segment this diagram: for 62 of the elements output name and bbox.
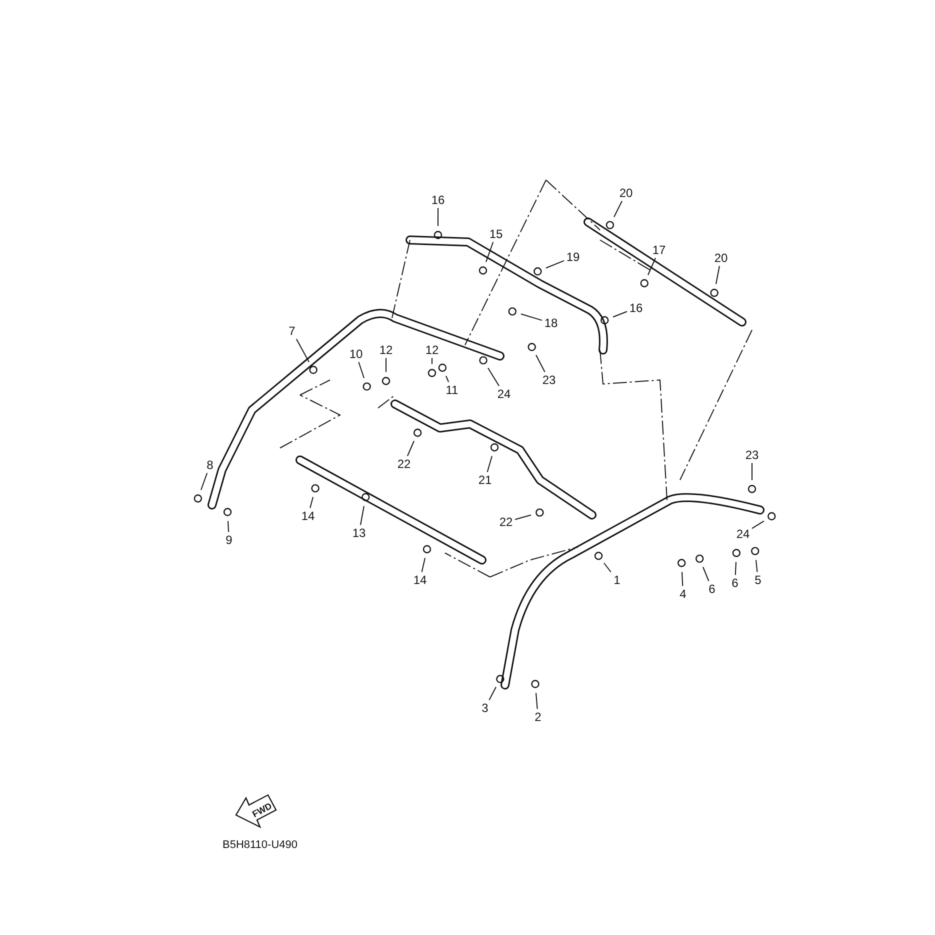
leader-line xyxy=(756,560,758,572)
callout-number: 6 xyxy=(708,582,716,596)
leader-line xyxy=(520,314,542,321)
leader-line xyxy=(614,200,622,218)
callout-number: 22 xyxy=(397,457,411,471)
callout-number: 12 xyxy=(379,343,393,357)
leader-line xyxy=(358,362,364,378)
leader-line xyxy=(682,572,684,586)
leader-line xyxy=(200,472,208,490)
leader-line xyxy=(360,506,364,526)
callout-number: 10 xyxy=(349,347,363,361)
leader-line xyxy=(536,692,538,710)
callout-number: 1 xyxy=(614,573,620,587)
callout-number: 11 xyxy=(446,383,458,397)
callout-number: 21 xyxy=(478,473,492,487)
callout-number: 16 xyxy=(431,193,445,207)
leader-line xyxy=(514,514,532,520)
callout-number: 23 xyxy=(745,448,759,462)
callout-number: 18 xyxy=(544,316,558,330)
callout-number: 22 xyxy=(499,515,513,529)
callout-number: 19 xyxy=(566,250,580,264)
leader-line xyxy=(486,242,494,262)
callout-number: 5 xyxy=(754,573,762,587)
callout-number: 6 xyxy=(732,576,738,590)
leader-line xyxy=(228,520,230,532)
callout-number: 4 xyxy=(680,587,686,601)
callout-number: 17 xyxy=(652,243,666,257)
direction-label: FWD xyxy=(250,800,274,821)
leader-line xyxy=(648,258,656,276)
leader-line xyxy=(488,368,500,386)
callout-number: 2 xyxy=(534,710,542,724)
leader-line xyxy=(604,562,612,572)
callout-number: 23 xyxy=(542,373,556,387)
callout-number: 14 xyxy=(413,573,427,587)
callout-number: 12 xyxy=(425,343,439,357)
leader-line xyxy=(752,520,764,529)
leader-line xyxy=(546,260,564,268)
callout-number: 3 xyxy=(482,701,488,715)
diagram-code: B5H8110-U490 xyxy=(222,838,298,852)
leader-line xyxy=(421,558,426,572)
leader-line xyxy=(716,266,720,284)
leader-line xyxy=(486,456,492,472)
callout-number: 8 xyxy=(206,458,214,472)
callout-number: 16 xyxy=(629,301,643,315)
leader-line xyxy=(446,376,450,382)
callout-number: 9 xyxy=(226,533,232,547)
callout-number: 7 xyxy=(288,324,296,338)
leader-line xyxy=(536,354,546,372)
callout-number: 14 xyxy=(301,509,315,523)
leader-line xyxy=(612,311,628,318)
leader-line xyxy=(488,686,496,700)
callout-number: 24 xyxy=(736,527,750,541)
callout-number: 13 xyxy=(352,526,366,540)
leader-line xyxy=(734,562,736,576)
callout-number: 20 xyxy=(714,251,728,265)
leader-line xyxy=(406,440,414,456)
callout-number: 24 xyxy=(497,387,511,401)
leader-line xyxy=(310,496,314,508)
callout-number: 15 xyxy=(489,227,503,241)
leader-line xyxy=(296,338,310,362)
callout-number: 20 xyxy=(619,186,633,200)
leader-line xyxy=(702,566,710,582)
